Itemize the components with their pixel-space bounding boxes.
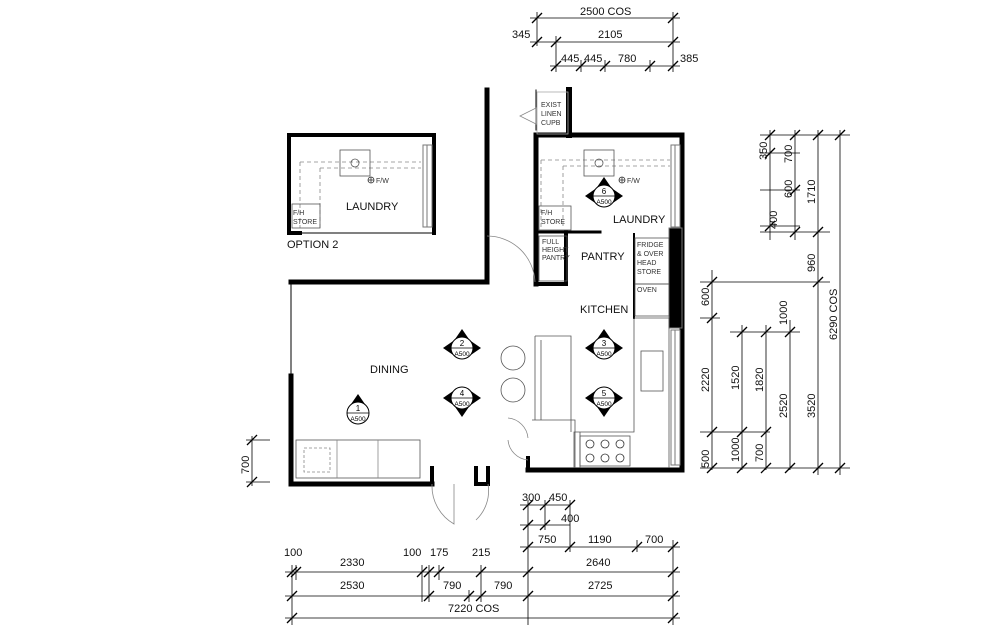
dim-top-445b: 445 [584,53,602,65]
marker-sheet-ref: A500 [596,401,612,408]
note-full-height-3: PANTRY [542,255,570,262]
marker-number: 4 [460,389,465,398]
note-oven: OVEN [637,287,657,294]
note-exist-linen-2: LINEN [541,111,562,118]
marker-sheet-ref: A500 [596,199,612,206]
room-label-laundry: LAUNDRY [613,214,666,226]
door-swings [431,107,537,525]
marker-sheet-ref: A500 [454,351,470,358]
note-fw-option: F/W [376,178,389,185]
marker-sheet-ref: A500 [350,416,366,423]
note-fh-store-option-1: F/H [293,210,304,217]
marker-number: 5 [602,389,607,398]
dim-right-3520: 3520 [806,394,818,418]
dim-right-350: 350 [758,142,770,160]
dim-bottom-790b: 790 [494,580,512,592]
dim-right-700b: 700 [754,444,766,462]
room-label-laundry-option: LAUNDRY [346,201,399,213]
dim-right-500: 500 [700,450,712,468]
room-label-kitchen: KITCHEN [580,304,628,316]
walls [287,87,685,487]
dims-right: 350 700 600 1710 400 960 6290 COS 600 10… [240,142,840,474]
dim-bottom-400: 400 [561,513,579,525]
fixtures [291,91,670,479]
marker-number: 3 [602,339,607,348]
dim-bottom-300: 300 [522,492,540,504]
dim-bottom-2640: 2640 [586,557,610,569]
option-label: OPTION 2 [287,239,338,251]
dim-top-overall: 2500 COS [580,6,631,18]
dim-bottom-450: 450 [549,492,567,504]
note-full-height-1: FULL [542,239,559,246]
dim-right-1000: 1000 [778,301,790,325]
dim-bottom-1190: 1190 [588,534,612,546]
dim-right-6290: 6290 COS [828,289,840,340]
dim-bottom-2530: 2530 [340,580,364,592]
dim-top-2105: 2105 [598,29,622,41]
dim-bottom-790a: 790 [443,580,461,592]
dim-right-1520: 1520 [730,366,742,390]
cooktop-burners-icon [585,439,625,463]
note-exist-linen-1: EXIST [541,102,562,109]
note-fridge-2: & OVER [637,251,663,258]
note-fh-store-1: F/H [541,210,552,217]
dim-right-400: 400 [768,211,780,229]
dim-left-700: 700 [240,456,252,474]
marker-sheet-ref: A500 [596,351,612,358]
note-fridge-4: STORE [637,269,661,276]
dim-top-345: 345 [512,29,530,41]
note-fridge-1: FRIDGE [637,242,664,249]
note-full-height-2: HEIGHT [542,247,569,254]
note-fh-store-2: STORE [541,219,565,226]
marker-number: 1 [356,404,361,413]
dim-bottom-750: 750 [538,534,556,546]
marker-number: 2 [460,339,465,348]
dim-top-385: 385 [680,53,698,65]
dim-bottom-215: 215 [472,547,490,559]
marker-number: 6 [602,187,607,196]
dim-bottom-175: 175 [430,547,448,559]
dim-top-445a: 445 [561,53,579,65]
note-fh-store-option-2: STORE [293,219,317,226]
dim-bottom-100b: 100 [403,547,421,559]
dim-bottom-2725: 2725 [588,580,612,592]
note-fw: F/W [627,178,640,185]
dim-bottom-700: 700 [645,534,663,546]
dimension-lines [246,12,850,625]
windows [422,144,683,466]
floor-waste-icon [367,176,626,184]
dim-right-1820: 1820 [754,368,766,392]
dim-right-600b: 600 [700,288,712,306]
note-exist-linen-3: CUPB [541,120,561,127]
room-label-dining: DINING [370,364,409,376]
dim-top-780: 780 [618,53,636,65]
dim-right-700: 700 [783,145,795,163]
room-label-pantry: PANTRY [581,251,625,263]
dim-right-2220: 2220 [700,368,712,392]
dim-right-2520: 2520 [778,394,790,418]
dim-bottom-100a: 100 [284,547,302,559]
dim-right-1000b: 1000 [730,438,742,462]
note-fridge-3: HEAD [637,260,656,267]
dim-right-960: 960 [806,254,818,272]
dim-right-1710: 1710 [806,180,818,204]
dim-right-600: 600 [783,180,795,198]
marker-sheet-ref: A500 [454,401,470,408]
dim-bottom-overall: 7220 COS [448,603,499,615]
dim-bottom-2330: 2330 [340,557,364,569]
